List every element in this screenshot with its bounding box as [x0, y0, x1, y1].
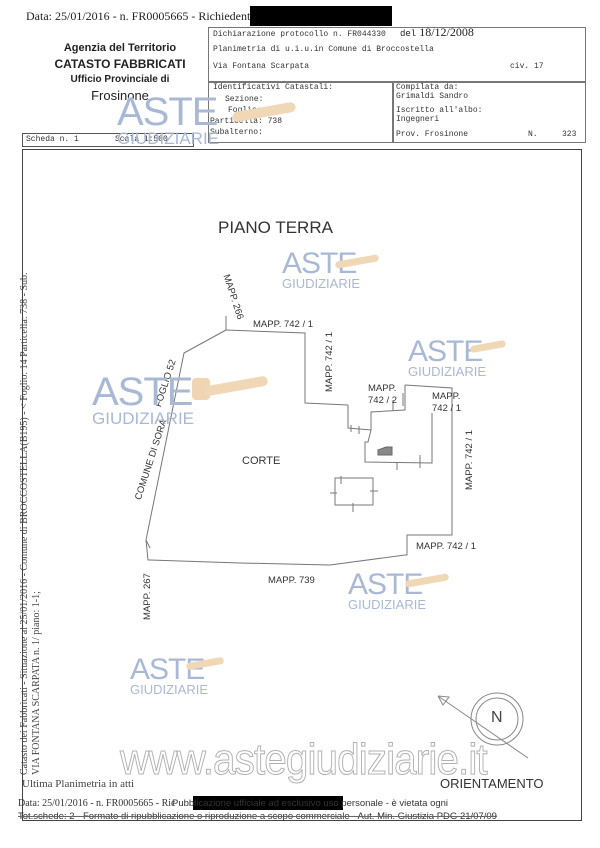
civic-number: civ. 17 — [510, 62, 544, 71]
label-mapp-742-2-line2: 742 / 2 — [368, 395, 398, 406]
address: Via Fontana Scarpata — [213, 62, 310, 71]
footer-line1-left: Data: 25/01/2016 - n. FR0005665 - Ric — [18, 798, 176, 809]
compilata-label: Compilata da: — [396, 83, 459, 92]
watermark-aste-4: ASTE GIUDIZIARIE — [92, 372, 194, 427]
watermark-aste-5: ASTE GIUDIZIARIE — [348, 570, 427, 612]
label-mapp-742-2-line1: MAPP. — [368, 383, 397, 394]
watermark-aste-text: ASTE — [117, 90, 218, 134]
watermark-aste-text: ASTE — [130, 653, 205, 686]
agency-name: Agenzia del Territorio — [63, 42, 177, 54]
agency-office: Ufficio Provinciale di — [70, 74, 170, 85]
watermark-aste-text: ASTE — [92, 370, 193, 414]
watermark-giudiziarie-text: GIUDIZIARIE — [408, 364, 487, 379]
label-mapp-742-1-small: MAPP. 742 / 1 — [432, 391, 461, 415]
watermark-url: www.astegiudiziarie.it — [120, 735, 489, 785]
declaration-protocol: Dichiarazione protocollo n. FR044330 — [213, 30, 386, 39]
orientation-label: ORIENTAMENTO — [440, 776, 544, 791]
label-mapp-742-2: MAPP. 742 / 2 — [368, 383, 397, 407]
watermark-aste-6: ASTE GIUDIZIARIE — [130, 653, 209, 697]
footer-redaction-bar — [193, 796, 343, 810]
label-corte: CORTE — [242, 455, 281, 467]
declaration-date-wrap: del 18/12/2008 — [400, 25, 474, 40]
prov-label: Prov. Frosinone — [396, 130, 469, 139]
last-plan-label: Ultima Planimetria in atti — [22, 778, 135, 790]
agency-province: Frosinone — [91, 88, 149, 103]
agency-catasto: CATASTO FABBRICATI — [54, 57, 186, 71]
watermark-aste-2: ASTE GIUDIZIARIE — [282, 249, 361, 291]
plan-title: Planimetria di u.i.u.in Comune di Brocco… — [213, 45, 434, 54]
sezione: Sezione: — [225, 95, 264, 104]
scheda-number: Scheda n. 1 — [26, 135, 79, 144]
declaration-date: 18/12/2008 — [419, 25, 474, 39]
declaration-number: Dichiarazione protocollo n. FR044330 — [213, 30, 386, 39]
request-header-line: Data: 25/01/2016 - n. FR0005665 - Richie… — [26, 9, 251, 23]
scale: Scala 1:500 — [115, 135, 168, 144]
floor-title: PIANO TERRA — [218, 218, 333, 237]
label-mapp-742-1-vertical: MAPP. 742 / 1 — [324, 331, 335, 392]
label-mapp-742-1-small-line2: 742 / 1 — [432, 403, 462, 414]
label-mapp-742-1-bottom: MAPP. 742 / 1 — [416, 541, 477, 552]
watermark-giudiziarie-text: GIUDIZIARIE — [130, 682, 209, 697]
compilata-name: Grimaldi Sandro — [396, 92, 469, 101]
scheda-box — [22, 133, 194, 147]
watermark-giudiziarie-text: GIUDIZIARIE — [282, 276, 361, 291]
watermark-aste-3: ASTE GIUDIZIARIE — [408, 337, 487, 379]
label-mapp-742-1-small-line1: MAPP. — [432, 391, 461, 402]
compilata-box — [392, 81, 586, 143]
label-mapp-739: MAPP. 739 — [268, 575, 315, 586]
watermark-giudiziarie-text: GIUDIZIARIE — [92, 409, 195, 428]
albo-value: Ingegneri — [396, 115, 440, 124]
n-label: N. — [528, 130, 538, 139]
label-mapp-742-1-right: MAPP. 742 / 1 — [464, 429, 475, 490]
agency-block: Agenzia del Territorio CATASTO FABBRICAT… — [40, 40, 200, 104]
n-value: 323 — [562, 130, 577, 139]
watermark-giudiziarie-text: GIUDIZIARIE — [117, 129, 220, 148]
redaction-bar — [250, 6, 392, 26]
label-mapp-742-1-top: MAPP. 742 / 1 — [253, 319, 314, 330]
albo-label: Iscritto all'albo: — [396, 106, 483, 115]
watermark-giudiziarie-text: GIUDIZIARIE — [348, 597, 427, 612]
label-mapp-267: MAPP. 267 — [142, 573, 153, 620]
declaration-box — [208, 27, 586, 83]
particella: Particella: 738 — [210, 117, 283, 126]
subalterno: Subalterno: — [210, 128, 263, 137]
watermark-aste-1: ASTE GIUDIZIARIE — [117, 92, 219, 147]
north-label: N — [491, 709, 503, 726]
footer-line1-right: Pubblicazione ufficiale ad esclusivo uso… — [172, 798, 449, 809]
drawing-frame — [22, 149, 582, 821]
footer-line2: Tot.schede: 2 - Formato di ripubblicazio… — [18, 811, 497, 822]
identificativi-box — [208, 81, 394, 143]
declaration-del: del — [400, 29, 417, 39]
identificativi-title: Identificativi Catastali: — [213, 83, 334, 92]
